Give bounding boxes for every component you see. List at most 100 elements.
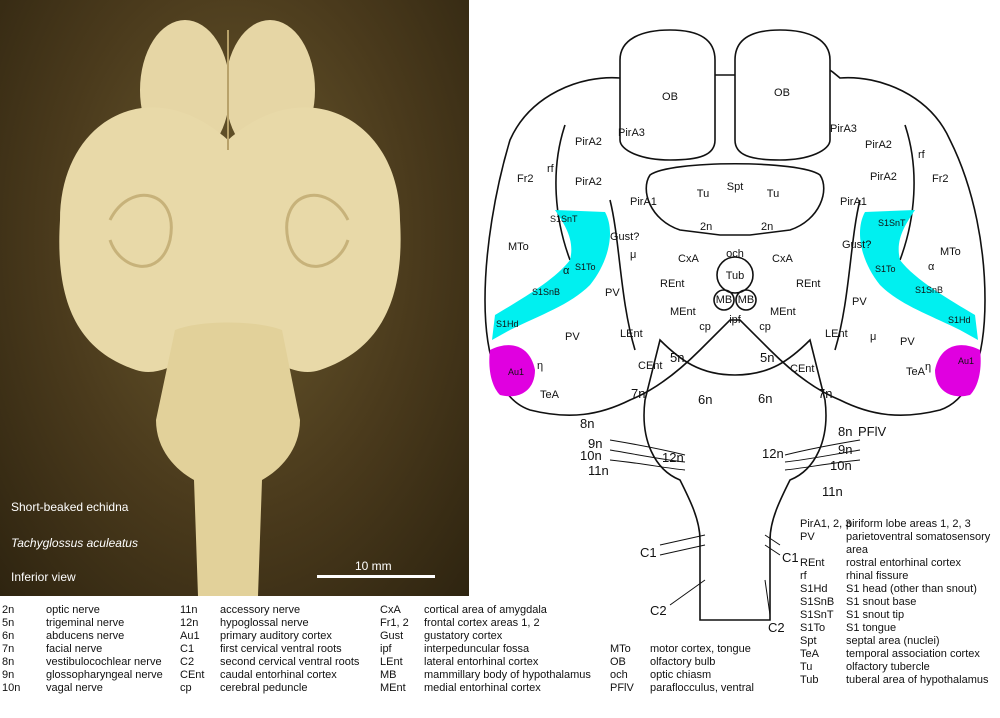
- label-tub: Tub: [726, 270, 745, 282]
- legend-column-5: PirA1, 2, 3piriform lobe areas 1, 2, 3 PV…: [800, 518, 990, 687]
- label-mb-left: MB: [716, 294, 733, 306]
- legend-abbr: LEnt: [380, 656, 403, 668]
- caption-common-name: Short-beaked echidna: [11, 500, 129, 514]
- label-eta-left: η: [537, 360, 543, 372]
- label-mu-right: μ: [870, 331, 876, 343]
- legend-row: PFlV paraflocculus, ventral: [610, 682, 754, 695]
- legend-row: CEnt caudal entorhinal cortex: [180, 669, 359, 682]
- label-c1-right: C1: [782, 550, 799, 565]
- legend-abbr: och: [610, 669, 628, 681]
- label-spt: Spt: [727, 181, 744, 193]
- legend-abbr: 9n: [2, 669, 15, 681]
- label-s1snb-left: S1SnB: [532, 287, 560, 297]
- legend-abbr: 8n: [2, 656, 15, 668]
- brain-photo-drawing: [59, 20, 401, 596]
- legend-desc: S1 snout base: [846, 596, 917, 608]
- legend-desc: parietoventral somatosensory: [846, 531, 991, 543]
- legend-desc: mammillary body of hypothalamus: [424, 669, 591, 681]
- outline-mb-right: [735, 289, 757, 311]
- label-mto-left: MTo: [508, 241, 529, 253]
- legend-abbr: Au1: [180, 630, 200, 642]
- label-s1hd-left: S1Hd: [496, 319, 519, 329]
- legend-abbr: MB: [380, 669, 397, 681]
- label-rf-left: rf: [547, 163, 555, 175]
- legend-desc: trigeminal nerve: [46, 617, 125, 629]
- outline-tub: [716, 256, 754, 294]
- legend-desc: caudal entorhinal cortex: [220, 669, 337, 681]
- legend-desc: paraflocculus, ventral: [650, 682, 754, 694]
- scale-bar-label: 10 mm: [355, 559, 392, 573]
- legend-desc: rhinal fissure: [846, 570, 909, 582]
- legend-desc: tuberal area of hypothalamus: [846, 674, 989, 686]
- legend-abbr: cp: [180, 682, 192, 694]
- cervical-roots-left: [659, 534, 706, 606]
- legend-abbr: Tu: [800, 661, 813, 673]
- label-11n-left: 11n: [588, 463, 609, 478]
- label-5n-right: 5n: [760, 350, 774, 365]
- legend-abbr: CEnt: [180, 669, 205, 681]
- legend-desc: frontal cortex areas 1, 2: [424, 617, 540, 629]
- label-5n-left: 5n: [670, 350, 684, 365]
- legend-abbr: OB: [610, 656, 626, 668]
- legend-abbr: rf: [800, 570, 807, 582]
- label-tea-left: TeA: [540, 389, 560, 401]
- legend-abbr: REnt: [800, 557, 825, 569]
- label-cp-left: cp: [699, 321, 711, 333]
- legend-desc: piriform lobe areas 1, 2, 3: [846, 518, 971, 530]
- label-gust-left: Gust?: [610, 231, 639, 243]
- label-pv-left-b: PV: [565, 331, 580, 343]
- legend-abbr: PFlV: [610, 682, 634, 694]
- legend-desc: S1 head (other than snout): [846, 583, 977, 595]
- label-fr2-right: Fr2: [932, 173, 949, 185]
- legend-desc: abducens nerve: [46, 630, 125, 642]
- label-6n-left: 6n: [698, 392, 712, 407]
- legend-row: 6n abducens nerve: [2, 630, 163, 643]
- label-rf-right: rf: [918, 149, 926, 161]
- legend-abbr: 6n: [2, 630, 15, 642]
- caption-view: Inferior view: [11, 570, 76, 584]
- outline-right-pyriform: [834, 199, 861, 351]
- label-s1hd-right: S1Hd: [948, 315, 971, 325]
- label-pira1-right: PirA1: [840, 196, 867, 208]
- legend-abbr: MEnt: [380, 682, 406, 694]
- legend-abbr: Gust: [380, 630, 404, 642]
- brain-schematic: OB OB PirA3 PirA3 PirA2 PirA2 PirA2 PirA…: [484, 29, 986, 635]
- legend-desc: S1 tongue: [846, 622, 897, 634]
- label-lent-right: LEnt: [825, 328, 848, 340]
- label-tu-left: Tu: [697, 188, 709, 200]
- label-fr2-left: Fr2: [517, 173, 534, 185]
- au1-region-left: [489, 345, 535, 397]
- label-pfiv: PFlV: [858, 424, 887, 439]
- legend-abbr: Spt: [800, 635, 817, 647]
- outline-left-pyriform: [609, 199, 636, 351]
- label-ob-left: OB: [662, 91, 678, 103]
- legend-abbr: PV: [800, 531, 815, 543]
- label-pira2-left: PirA2: [575, 136, 602, 148]
- legend-desc: facial nerve: [46, 643, 103, 655]
- label-12n-right: 12n: [762, 446, 784, 461]
- legend-abbr: PirA1, 2, 3: [800, 518, 852, 530]
- scale-bar: [317, 575, 435, 578]
- legend-row: MB mammillary body of hypothalamus: [380, 669, 591, 682]
- legend-desc: glossopharyngeal nerve: [46, 669, 163, 681]
- label-cp-right: cp: [759, 321, 771, 333]
- legend-abbr: CxA: [380, 604, 401, 616]
- legend-desc: olfactory tubercle: [846, 661, 930, 673]
